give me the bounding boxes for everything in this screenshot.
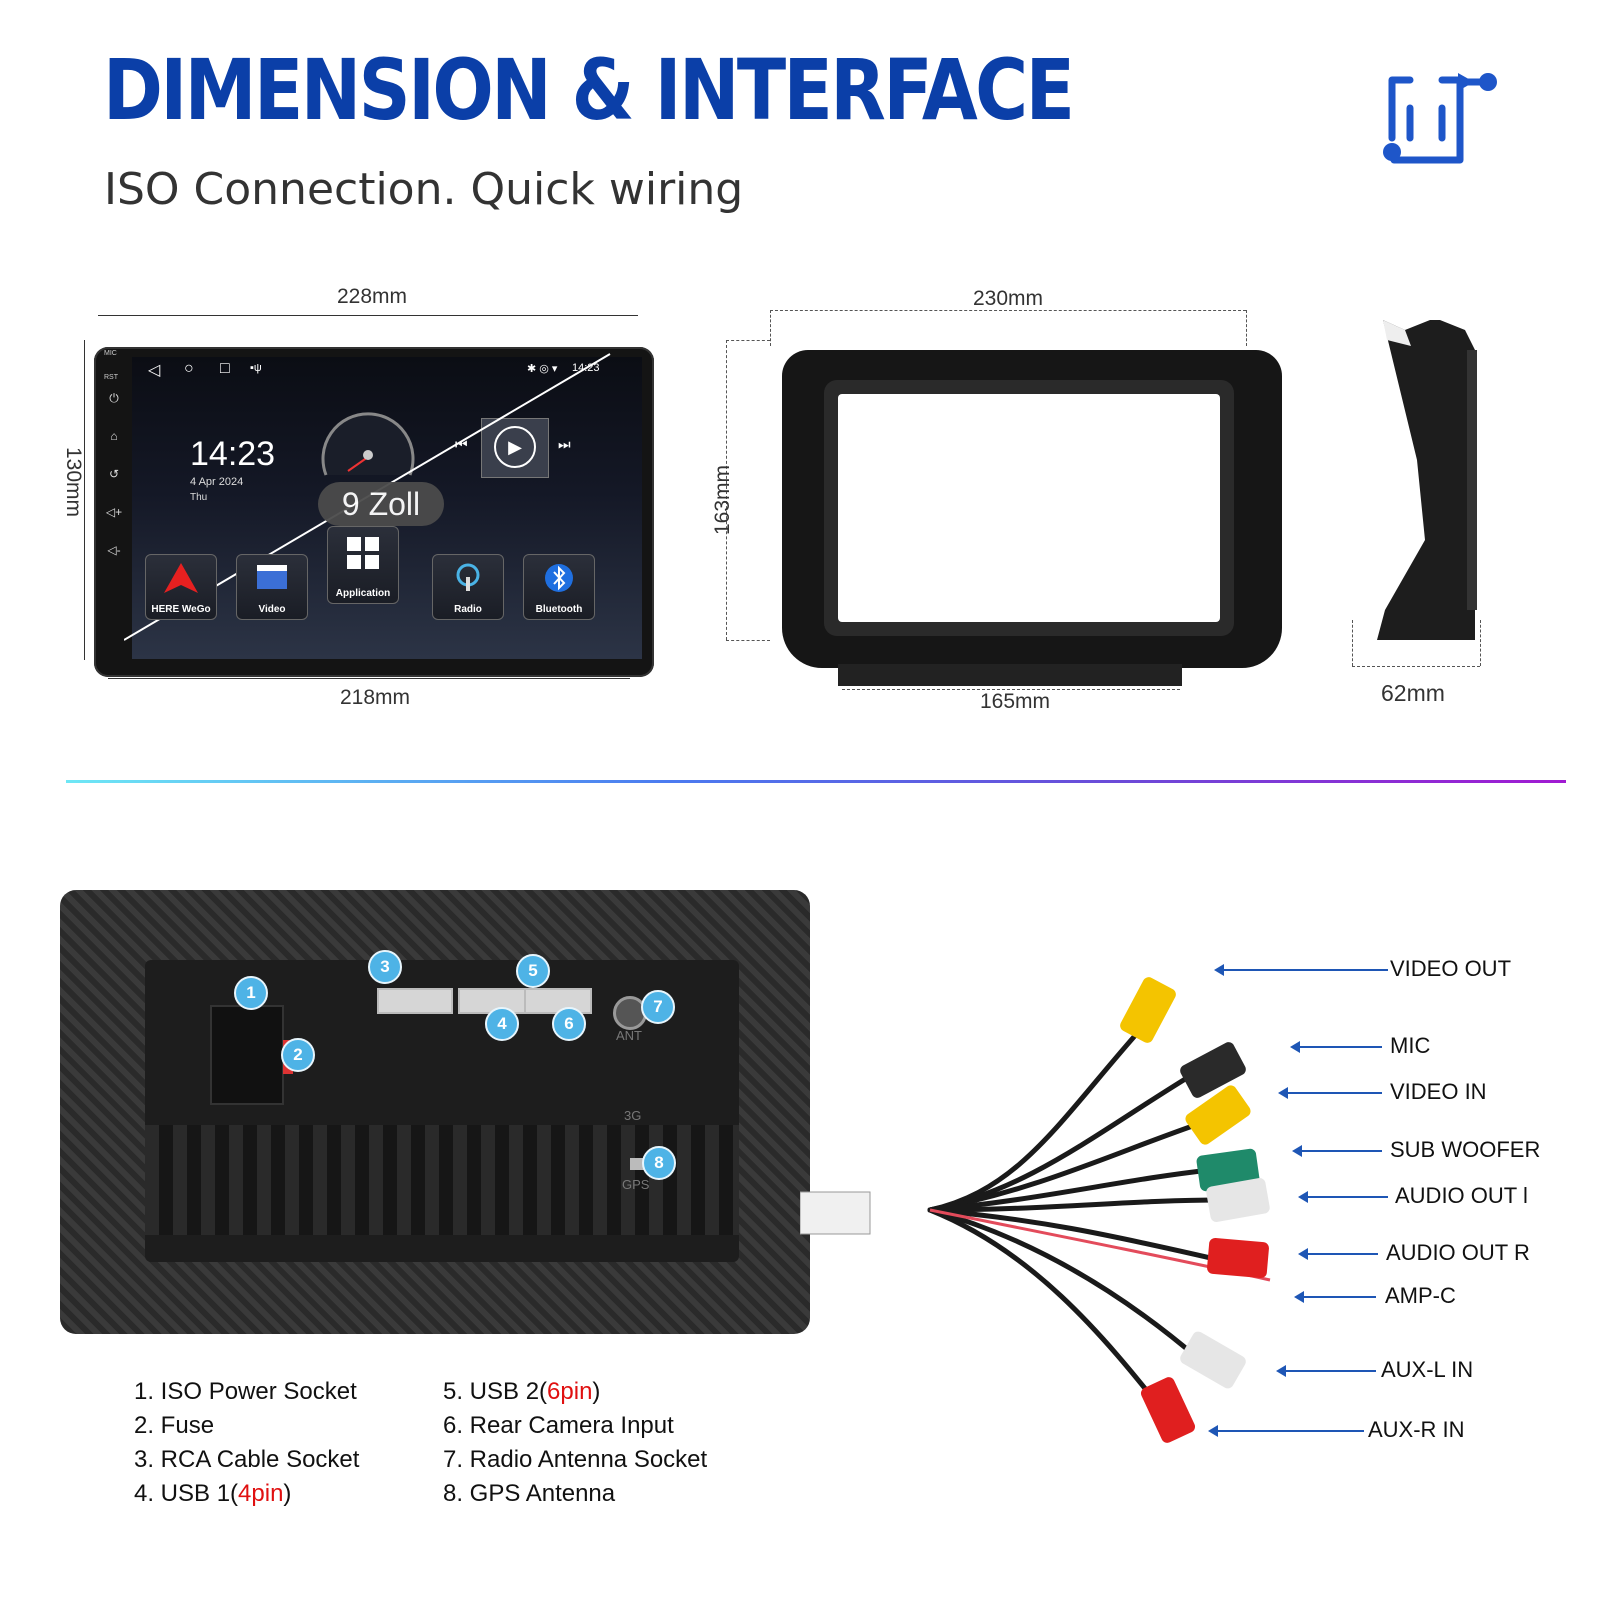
legend-item-4: 4. USB 1(4pin) [134,1480,292,1507]
screen-date: 4 Apr 2024 [190,476,244,488]
badge-7: 7 [641,990,675,1024]
play-icon[interactable]: ▶ [494,426,536,468]
page-subtitle: ISO Connection. Quick wiring [104,164,744,215]
dim-tick [1352,620,1353,666]
dim-line-left [84,340,85,660]
rca-cable-harness [800,977,1271,1443]
label-video-in: VIDEO IN [1390,1079,1487,1104]
dim-frame-bottom [842,689,1180,690]
section-divider [66,780,1566,783]
arrow-audio-out-r [1298,1248,1378,1260]
dim-line-top [98,315,638,316]
connection-icon [1383,73,1497,164]
legend-item-1: 1. ISO Power Socket [134,1378,357,1405]
screen-day: Thu [190,492,208,503]
dim-line-bottom [108,678,630,679]
badge-1: 1 [234,976,268,1010]
arrow-aux-l-in [1276,1365,1376,1377]
volume-down-icon[interactable]: ◁- [107,543,121,557]
nav-recents-icon[interactable]: □ [220,360,230,377]
screen-clock: 14:23 [190,435,276,473]
grid-icon [347,537,379,569]
status-icons: ✱ ◎ ▾ [527,363,558,375]
dim-depth: 62mm [1381,680,1445,706]
nav-back-icon[interactable]: ◁ [148,362,161,379]
usb-icon: ▪ψ [250,362,262,374]
badge-8: 8 [642,1146,676,1180]
bluetooth-icon [545,564,573,592]
iso-power-socket [210,1005,284,1105]
navigation-icon [164,563,198,593]
app-video[interactable]: Video [236,554,308,620]
dim-tick [726,640,770,641]
badge-5: 5 [516,954,550,988]
arrow-sub-woofer [1292,1145,1382,1157]
dim-tick [770,310,771,346]
arrow-amp-c [1294,1291,1376,1303]
rca-plugs [1120,977,1270,1443]
video-icon [257,565,287,589]
dim-unit-bottom-width: 218mm [340,686,411,709]
mic-label: MIC [104,350,117,357]
badge-3: 3 [368,950,402,984]
label-audio-out-l: AUDIO OUT l [1395,1183,1528,1208]
dim-frame-left [726,340,727,640]
dim-frame-top [770,310,1246,311]
badge-6: 6 [552,1007,586,1041]
badge-4: 4 [485,1007,519,1041]
label-aux-l-in: AUX-L IN [1381,1357,1474,1382]
volume-up-icon[interactable]: ◁+ [105,505,123,519]
next-icon[interactable]: ⏭ [558,436,571,452]
home-icon[interactable]: ⌂ [110,429,118,443]
legend-item-2: 2. Fuse [134,1412,215,1439]
speedometer-icon [321,412,415,476]
dim-unit-top-width: 228mm [337,285,408,308]
back-icon[interactable]: ↺ [108,467,120,481]
app-radio[interactable]: Radio [432,554,504,620]
nav-home-icon[interactable]: ○ [184,360,194,377]
harness-plug [800,1191,871,1235]
app-bluetooth[interactable]: Bluetooth [523,554,595,620]
radio-icon [456,563,480,591]
label-sub-woofer: SUB WOOFER [1390,1137,1541,1162]
power-icon[interactable]: ⏻ [109,391,119,405]
arrow-video-in [1278,1087,1382,1099]
page-title: DIMENSION & INTERFACE [103,41,1075,139]
app-application[interactable]: Application [327,526,399,604]
arrow-mic [1290,1041,1382,1053]
dim-tick [726,340,770,341]
frame-opening [838,394,1220,622]
legend-item-5: 5. USB 2(6pin) [443,1378,601,1405]
arrow-audio-out-l [1298,1191,1388,1203]
label-mic: MIC [1390,1033,1431,1058]
legend-item-8: 8. GPS Antenna [443,1480,616,1507]
label-aux-r-in: AUX-R IN [1368,1417,1465,1442]
rst-label: RST [104,374,118,381]
legend-item-7: 7. Radio Antenna Socket [443,1446,708,1473]
legend-item-6: 6. Rear Camera Input [443,1412,674,1439]
rca-cable-socket [377,988,453,1014]
frame-bottom-bracket [838,664,1182,686]
arrow-video-out [1214,964,1388,976]
ant-label: ANT [616,1028,642,1043]
3g-label: 3G [624,1108,642,1123]
dim-frame-height: 163mm [711,464,735,536]
dim-tick [1480,620,1481,666]
arrow-aux-r-in [1208,1425,1364,1437]
size-badge: 9 Zoll [318,482,444,526]
legend-item-3: 3. RCA Cable Socket [134,1446,360,1473]
dim-frame-bottom-width: 165mm [980,690,1051,713]
side-bracket [1377,320,1477,640]
dim-unit-height: 130mm [62,446,86,518]
dim-tick [1246,310,1247,346]
app-here-wego[interactable]: HERE WeGo [145,554,217,620]
gps-label: GPS [622,1177,650,1192]
dim-depth-line [1352,666,1480,667]
label-video-out: VIDEO OUT [1390,956,1512,981]
dim-frame-width: 230mm [973,287,1044,310]
heatsink [145,1125,739,1235]
label-audio-out-r: AUDIO OUT R [1386,1240,1530,1265]
label-amp-c: AMP-C [1385,1283,1456,1308]
badge-2: 2 [281,1038,315,1072]
